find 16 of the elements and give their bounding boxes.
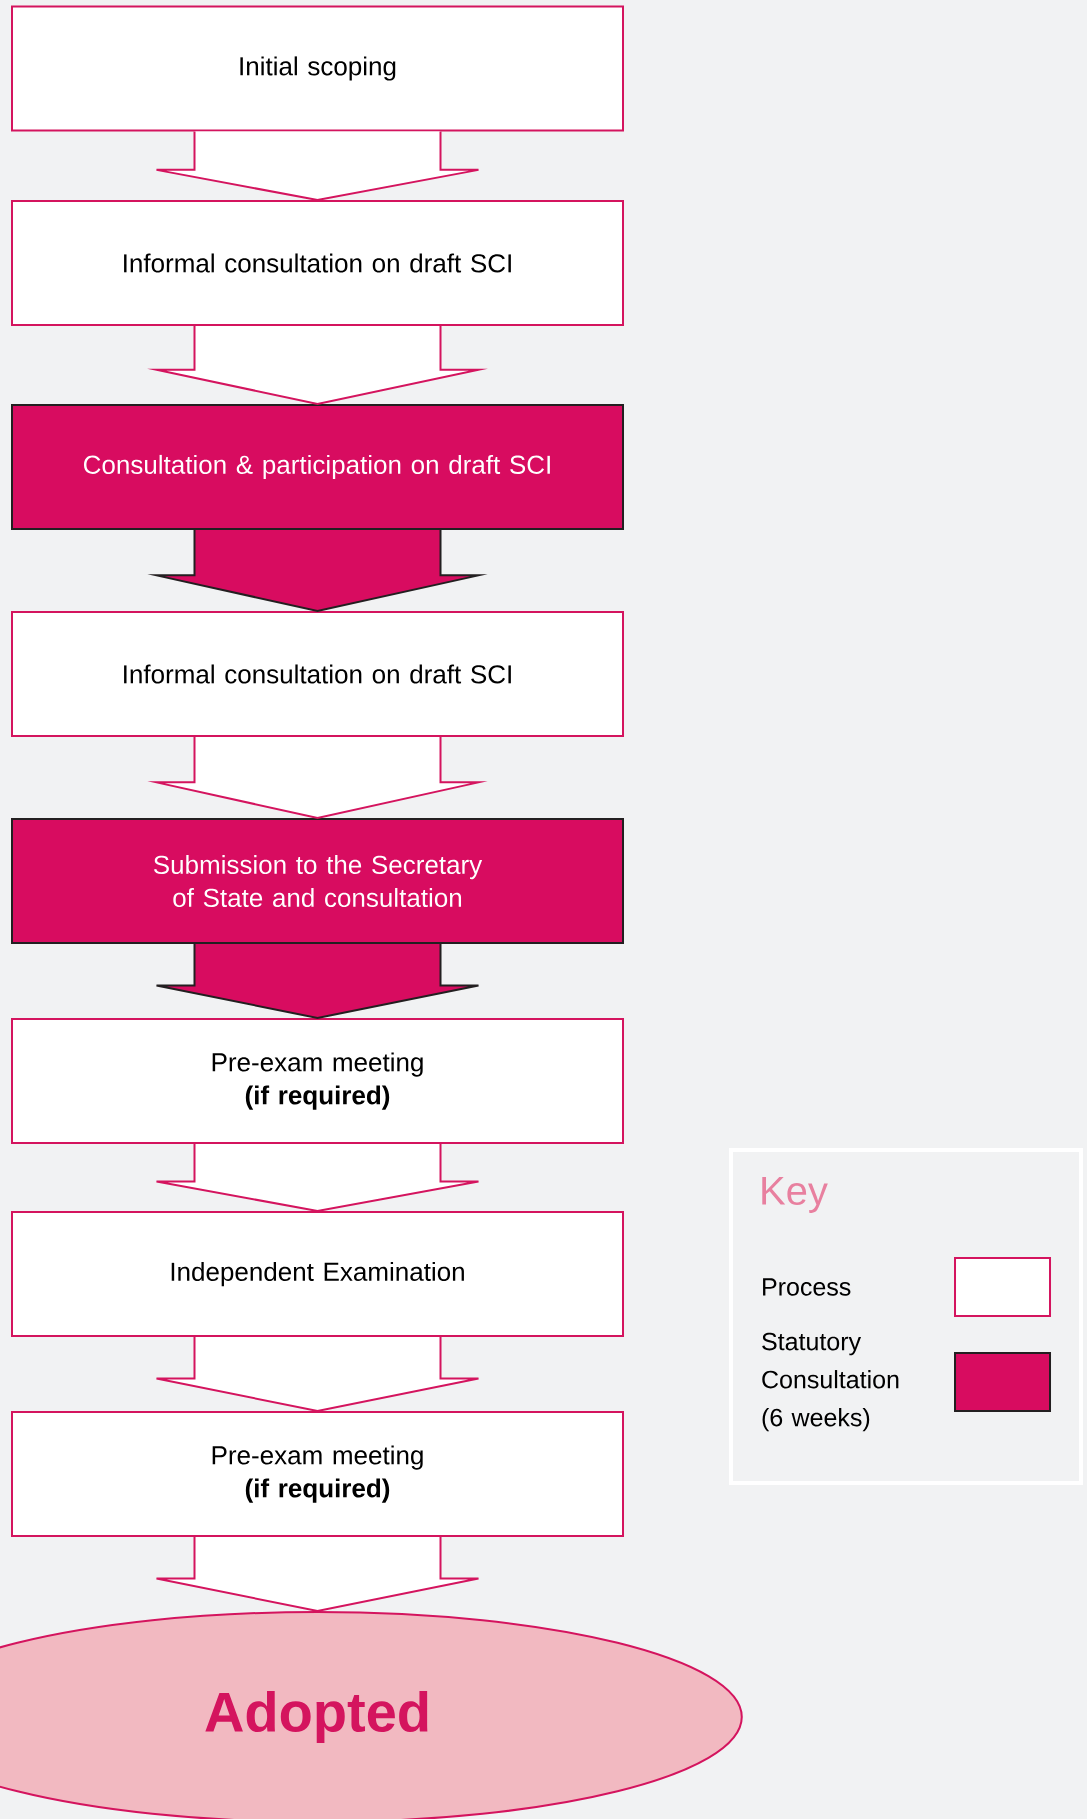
legend-title: Key xyxy=(762,1177,828,1213)
process-box: Initial scoping xyxy=(11,5,624,132)
process-box: Independent Examination xyxy=(11,1211,624,1337)
consultation-box: Consultation & participation on draft SCI xyxy=(11,404,624,530)
block-arrow xyxy=(155,943,480,1020)
process-box: Pre-exam meeting (if required) xyxy=(11,1018,624,1144)
process-box: Informal consultation on draft SCI xyxy=(11,200,624,326)
block-arrow xyxy=(155,1336,480,1413)
legend-label: Statutory Consultation (6 weeks) xyxy=(762,1332,899,1432)
process-box: Informal consultation on draft SCI xyxy=(11,611,624,737)
block-arrow xyxy=(155,130,480,201)
legend-label: Process xyxy=(763,1278,851,1296)
block-arrow xyxy=(155,1536,480,1613)
block-arrow xyxy=(155,1143,480,1213)
process-box: Pre-exam meeting (if required) xyxy=(11,1411,624,1537)
consultation-box: Submission to the Secretary of State and consultation xyxy=(11,818,624,944)
